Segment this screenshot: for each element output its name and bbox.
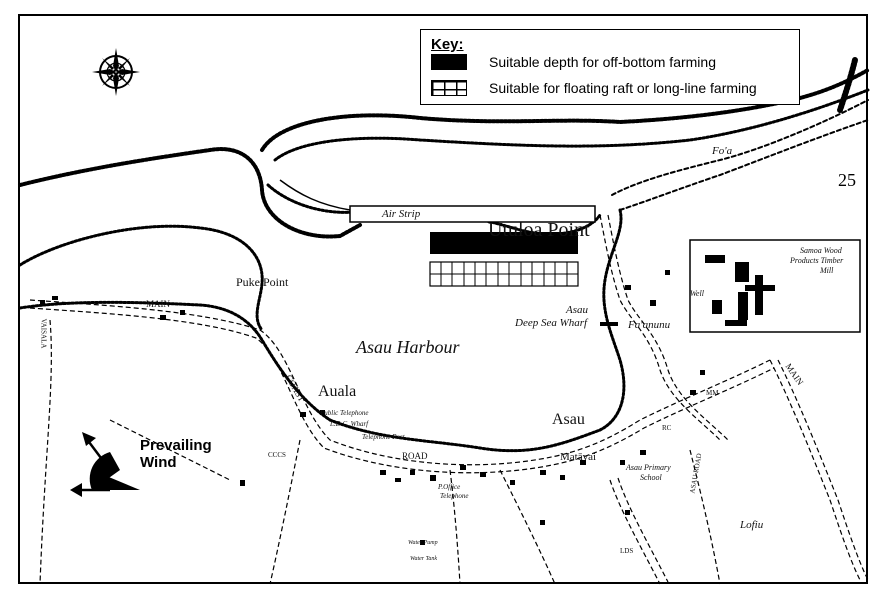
label-deep-sea-wharf: Deep Sea Wharf <box>515 317 588 329</box>
label-timber-mill-2: Products Timber <box>790 256 844 265</box>
key-item-raft: Suitable for floating raft or long-line … <box>431 80 757 96</box>
wind-label: Prevailing Wind <box>140 437 212 471</box>
label-faanunu: Fa'anunu <box>628 319 671 331</box>
label-wharf-asau: Asau <box>566 304 588 316</box>
label-puke-point: Puke Point <box>236 275 289 289</box>
label-asau: Asau <box>552 411 585 428</box>
label-well: Well <box>690 289 704 298</box>
label-air-strip: Air Strip <box>382 208 421 220</box>
key-title: Key: <box>431 36 464 53</box>
label-timber-mill-3: Mill <box>820 266 834 275</box>
solid-swatch-icon <box>431 54 467 70</box>
roads <box>29 214 869 585</box>
grid-number: 25 <box>838 170 856 190</box>
buildings <box>40 270 705 545</box>
label-water-pump: Water Pump <box>408 540 438 546</box>
label-ldc-wharf: L.D.C. Wharf <box>330 420 369 428</box>
off-bottom-farming-zone <box>430 232 578 254</box>
label-public-telephone: Public Telephone <box>320 409 369 417</box>
map-key: Key: Suitable depth for off-bottom farmi… <box>420 29 800 105</box>
map-frame <box>18 14 868 584</box>
compass-rose-icon <box>92 48 140 96</box>
label-asau-primary-1: Asau Primary <box>626 463 671 472</box>
wind-direction-icon <box>70 432 140 497</box>
grid-swatch-icon <box>431 80 467 96</box>
label-cccs: CCCS <box>268 451 286 459</box>
key-item-label: Suitable depth for off-bottom farming <box>489 54 716 70</box>
label-asau-primary-2: School <box>640 473 662 482</box>
label-lds: LDS <box>620 547 634 555</box>
label-vaisala: VAISALA <box>39 318 48 349</box>
label-auala: Auala <box>318 383 357 400</box>
label-road: ROAD <box>402 451 428 461</box>
label-main-road-west: MAIN <box>146 299 170 309</box>
key-item-off-bottom: Suitable depth for off-bottom farming <box>431 54 716 70</box>
coastline <box>18 57 870 453</box>
label-asau-harbour: Asau Harbour <box>356 337 460 357</box>
label-telephone: Telephone <box>440 492 469 500</box>
label-post-office: P.Office <box>438 483 461 491</box>
label-utuloa-point: Utuloa Point <box>488 219 590 241</box>
raft-farming-zone <box>429 261 579 287</box>
timber-mill <box>689 239 861 333</box>
air-strip <box>279 179 596 223</box>
label-lofiu: Lofiu <box>740 519 764 531</box>
label-water-tank: Water Tank <box>410 556 438 562</box>
label-telephone-post: Telephone Post <box>362 433 405 441</box>
label-rc: RC <box>662 424 672 432</box>
label-timber-mill-1: Samoa Wood <box>800 246 842 255</box>
key-item-label: Suitable for floating raft or long-line … <box>489 80 757 96</box>
label-foa: Fo'a <box>712 145 733 157</box>
label-matavai: Matāvai <box>560 451 597 463</box>
label-mm: MM <box>706 389 719 397</box>
